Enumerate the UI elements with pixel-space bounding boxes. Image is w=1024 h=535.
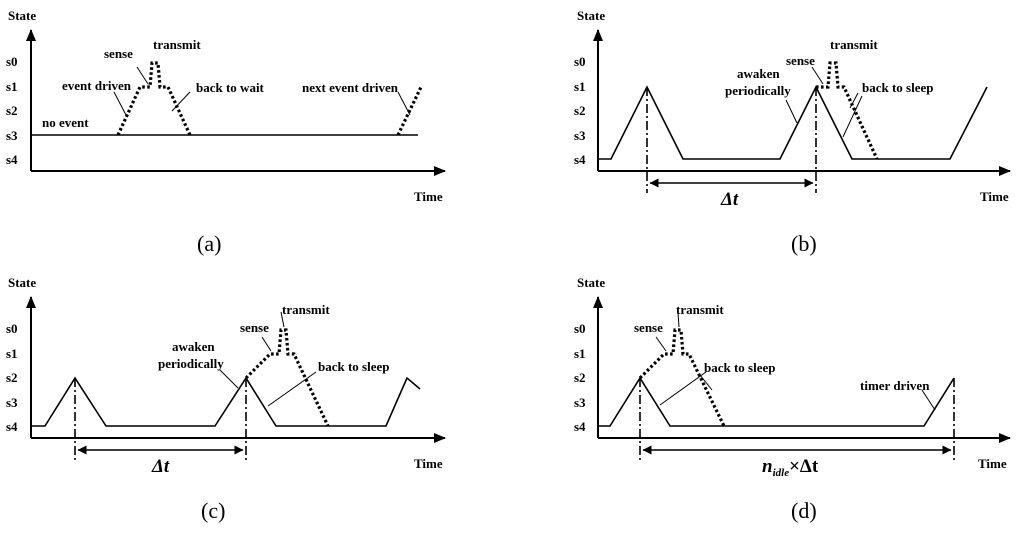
sense-transmit-trace bbox=[638, 328, 726, 427]
state-label-s0: s0 bbox=[574, 54, 586, 69]
label-transmit: transmit bbox=[830, 37, 878, 52]
state-label-s2: s2 bbox=[6, 103, 18, 118]
caption-b: (b) bbox=[791, 231, 817, 256]
back-to-sleep-leader-2 bbox=[842, 95, 863, 138]
state-label-s0: s0 bbox=[6, 54, 18, 69]
state-label-s2: s2 bbox=[6, 370, 18, 385]
label-timer-driven: timer driven bbox=[860, 378, 930, 393]
caption-d: (d) bbox=[791, 498, 817, 523]
event-trace bbox=[116, 61, 192, 136]
transmit-leader bbox=[280, 311, 285, 328]
awaken-leader bbox=[785, 99, 798, 124]
label-back-to-sleep: back to sleep bbox=[862, 80, 934, 95]
state-label-s1: s1 bbox=[6, 79, 18, 94]
sleep-wake-trace bbox=[598, 376, 955, 427]
sense-leader bbox=[261, 336, 272, 352]
sleep-wake-trace bbox=[31, 376, 421, 427]
label-sense: sense bbox=[786, 53, 815, 68]
label-back-to-sleep: back to sleep bbox=[318, 359, 390, 374]
y-axis-label: State bbox=[8, 275, 36, 290]
state-label-s1: s1 bbox=[574, 346, 586, 361]
label-transmit: transmit bbox=[153, 37, 201, 52]
x-axis-label: Time bbox=[414, 456, 443, 471]
sense-leader bbox=[811, 66, 824, 85]
sense-leader bbox=[136, 66, 149, 85]
label-transmit: transmit bbox=[676, 302, 724, 317]
panel-a: State Time s0 s1 s2 s3 s4 sense transmit… bbox=[6, 8, 446, 256]
y-axis-label: State bbox=[577, 275, 605, 290]
label-sense: sense bbox=[104, 46, 133, 61]
back-to-sleep-leader-1 bbox=[849, 92, 859, 109]
state-label-s2: s2 bbox=[574, 370, 586, 385]
x-axis-label: Time bbox=[978, 456, 1007, 471]
sense-transmit-trace bbox=[816, 61, 879, 160]
timer-driven-leader bbox=[921, 389, 936, 411]
panel-d: State Time s0 s1 s2 s3 s4 nidle×Δt sense… bbox=[574, 275, 1011, 523]
state-label-s3: s3 bbox=[574, 395, 586, 410]
state-label-s4: s4 bbox=[574, 419, 586, 434]
interval-n: n bbox=[762, 456, 773, 477]
state-label-s1: s1 bbox=[6, 346, 18, 361]
label-back-to-sleep: back to sleep bbox=[704, 360, 776, 375]
state-label-s0: s0 bbox=[574, 321, 586, 336]
label-next-event-driven: next event driven bbox=[302, 80, 399, 95]
state-label-s4: s4 bbox=[6, 419, 18, 434]
state-label-s2: s2 bbox=[574, 103, 586, 118]
caption-a: (a) bbox=[197, 231, 221, 256]
x-axis-label: Time bbox=[414, 189, 443, 204]
sense-transmit-trace bbox=[244, 328, 330, 427]
interval-n-idle-delta-t: nidle×Δt bbox=[762, 456, 819, 479]
state-label-s0: s0 bbox=[6, 321, 18, 336]
state-label-s3: s3 bbox=[6, 395, 18, 410]
interval-subscript-idle: idle bbox=[773, 467, 790, 479]
label-sense: sense bbox=[634, 320, 663, 335]
label-awaken: awaken bbox=[172, 339, 215, 354]
caption-c: (c) bbox=[201, 498, 225, 523]
x-axis-label: Time bbox=[980, 189, 1009, 204]
back-to-sleep-leader-2 bbox=[659, 371, 707, 406]
panel-c: State Time s0 s1 s2 s3 s4 Δt transmit se… bbox=[6, 275, 446, 523]
interval-delta-t: Δt bbox=[151, 456, 170, 477]
interval-delta-t: Δt bbox=[720, 189, 739, 210]
state-label-s1: s1 bbox=[574, 79, 586, 94]
label-event-driven: event driven bbox=[62, 78, 132, 93]
back-to-sleep-leader bbox=[267, 371, 317, 407]
state-label-s3: s3 bbox=[6, 128, 18, 143]
awaken-leader bbox=[219, 369, 239, 389]
state-label-s3: s3 bbox=[574, 128, 586, 143]
label-periodically: periodically bbox=[158, 356, 224, 371]
next-event-leader bbox=[397, 91, 411, 116]
transmit-leader bbox=[677, 312, 680, 328]
back-to-sleep-leader-1 bbox=[699, 374, 713, 391]
interval-times-delta-t: ×Δt bbox=[789, 456, 819, 477]
label-back-to-wait: back to wait bbox=[196, 80, 265, 95]
next-event-trace bbox=[396, 86, 423, 136]
event-driven-leader bbox=[113, 91, 127, 116]
label-transmit: transmit bbox=[282, 302, 330, 317]
state-label-s4: s4 bbox=[6, 152, 18, 167]
label-periodically: periodically bbox=[725, 83, 791, 98]
back-to-wait-leader bbox=[171, 91, 191, 112]
sleep-wake-trace bbox=[598, 85, 988, 160]
label-awaken: awaken bbox=[737, 66, 780, 81]
label-sense: sense bbox=[240, 320, 269, 335]
y-axis-label: State bbox=[8, 8, 36, 23]
panel-b: State Time s0 s1 s2 s3 s4 Δt awaken peri… bbox=[574, 8, 1011, 256]
y-axis-label: State bbox=[577, 8, 605, 23]
state-label-s4: s4 bbox=[574, 152, 586, 167]
label-no-event: no event bbox=[42, 115, 89, 130]
sense-leader bbox=[655, 336, 667, 352]
